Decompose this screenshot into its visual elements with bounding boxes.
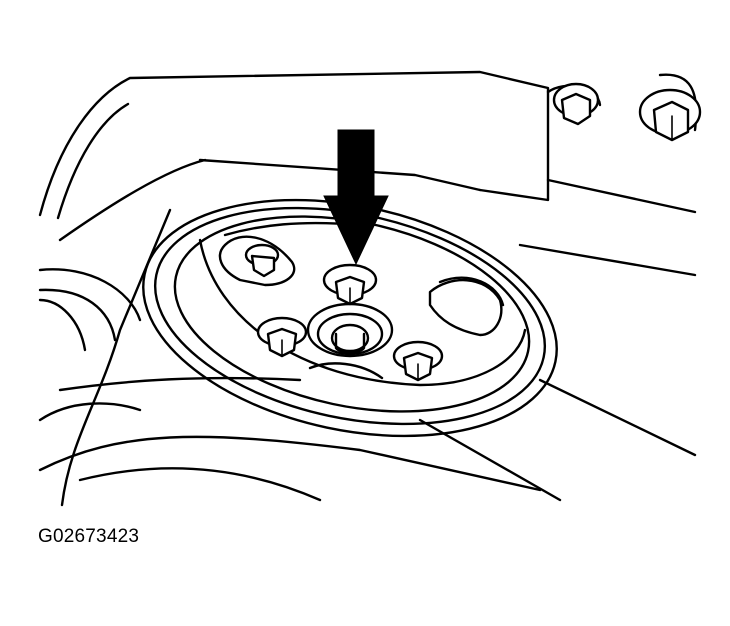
engine-housing <box>38 70 698 502</box>
pulley-bolt-left <box>256 316 308 358</box>
figure-code-label: G02673423 <box>38 526 140 547</box>
spoke-bolt-left <box>244 243 280 278</box>
pulley-bolt-right <box>392 340 444 382</box>
left-tube <box>38 208 542 507</box>
indicator-arrow <box>323 129 389 266</box>
pulley-hub <box>306 302 394 358</box>
pulley-bolt-top <box>322 263 378 306</box>
housing-bolt-right <box>638 88 702 142</box>
housing-bolt-left <box>552 82 600 126</box>
